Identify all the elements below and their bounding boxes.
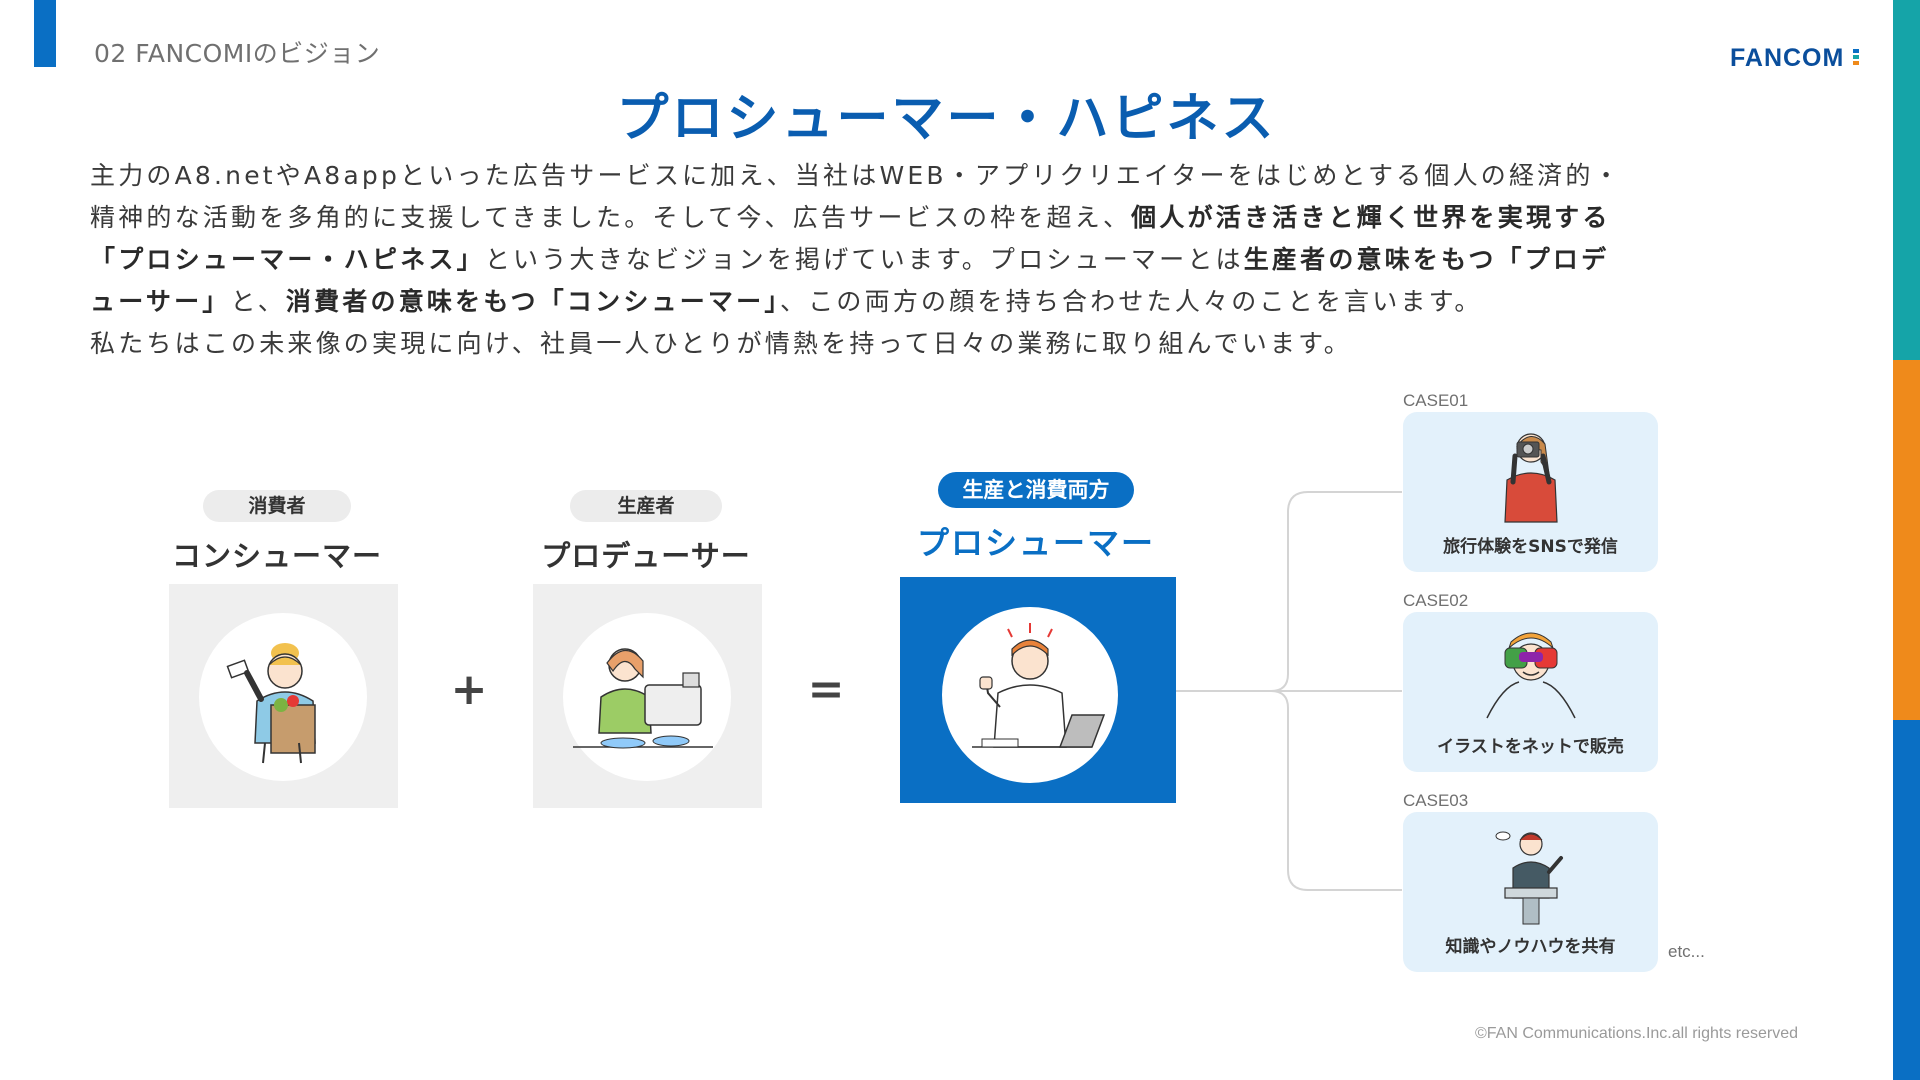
paragraph-line: 主力のA8.netやA8appといった広告サービスに加え、当社はWEB・アプリク… <box>90 161 1622 190</box>
copyright-notice: ©FAN Communications.Inc.all rights reser… <box>1475 1025 1799 1042</box>
vision-paragraph: 主力のA8.netやA8appといった広告サービスに加え、当社はWEB・アプリク… <box>90 155 1810 365</box>
paragraph-text: 精神的な活動を多角的に支援してきました。そして今、広告サービスの枠を超え、 <box>90 203 1132 232</box>
prosumer-illustration <box>942 607 1118 783</box>
paragraph-line: 精神的な活動を多角的に支援してきました。そして今、広告サービスの枠を超え、個人が… <box>90 197 1810 239</box>
side-stripe-orange <box>1893 360 1920 720</box>
case-text: 知識やノウハウを共有 <box>1445 937 1616 957</box>
prosumer-title: プロシューマー <box>916 524 1155 562</box>
producer-illustration-box <box>533 584 762 808</box>
consumer-pill: 消費者 <box>203 490 351 522</box>
paragraph-line: 私たちはこの未来像の実現に向け、社員一人ひとりが情熱を持って日々の業務に取り組ん… <box>90 329 1353 358</box>
side-stripe-teal <box>1893 0 1920 360</box>
paragraph-text: という大きなビジョンを掲げています。プロシューマーとは <box>484 245 1244 274</box>
equals-sign: = <box>807 664 845 715</box>
page-title: プロシューマー・ハピネス <box>616 89 1277 149</box>
consumer-illustration <box>199 613 367 781</box>
case-card: 旅行体験をSNSで発信 <box>1403 412 1658 572</box>
case-card: 知識やノウハウを共有 <box>1403 812 1658 972</box>
consumer-illustration-box <box>169 584 398 808</box>
prosumer-illustration-box <box>900 577 1176 803</box>
producer-title: プロデューサー <box>541 539 751 573</box>
paragraph-emphasis: 消費者の意味をもつ「コンシューマー」 <box>285 287 781 316</box>
section-label: 02 FANCOMIのビジョン <box>94 39 381 68</box>
paragraph-text: と、 <box>230 287 286 316</box>
consumer-title: コンシューマー <box>171 539 382 573</box>
fancomi-logo: FANCOM <box>1730 44 1845 72</box>
plus-sign: + <box>450 664 488 715</box>
case-label: CASE02 <box>1403 591 1469 610</box>
case-label: CASE01 <box>1403 391 1469 410</box>
laptop-man-illustration-icon <box>972 623 1106 748</box>
etc-note: etc... <box>1668 942 1705 961</box>
paragraph-emphasis: 「プロシューマー・ハピネス」 <box>90 245 485 274</box>
case-label: CASE03 <box>1403 791 1469 810</box>
producer-illustration <box>563 613 731 781</box>
paragraph-emphasis: 個人が活き活きと輝く世界を実現する <box>1131 203 1611 232</box>
paragraph-line: ューサー」と、消費者の意味をもつ「コンシューマー」、この両方の顔を持ち合わせた人… <box>90 281 1810 323</box>
header-accent-bar <box>34 0 56 67</box>
paint-hands-man-illustration-icon <box>1486 632 1576 719</box>
camera-woman-illustration-icon <box>1504 433 1558 523</box>
paragraph-emphasis: 生産者の意味をもつ「プロデ <box>1243 245 1610 274</box>
side-stripe-blue <box>1893 720 1920 1080</box>
case-text: 旅行体験をSNSで発信 <box>1443 537 1618 557</box>
paragraph-emphasis: ューサー」 <box>90 287 231 316</box>
case-text: イラストをネットで販売 <box>1437 737 1624 757</box>
sewing-illustration-icon <box>573 648 713 749</box>
logo-dots-icon <box>1853 49 1859 67</box>
paragraph-text: 、この両方の顔を持ち合わせた人々のことを言います。 <box>780 287 1483 316</box>
connector-lines <box>1176 491 1402 891</box>
podium-speaker-illustration-icon <box>1495 831 1563 925</box>
paragraph-line: 「プロシューマー・ハピネス」という大きなビジョンを掲げています。プロシューマーと… <box>90 239 1810 281</box>
prosumer-pill: 生産と消費両方 <box>938 472 1134 508</box>
producer-pill: 生産者 <box>570 490 722 522</box>
shopper-illustration-icon <box>226 643 316 764</box>
case-card: イラストをネットで販売 <box>1403 612 1658 772</box>
